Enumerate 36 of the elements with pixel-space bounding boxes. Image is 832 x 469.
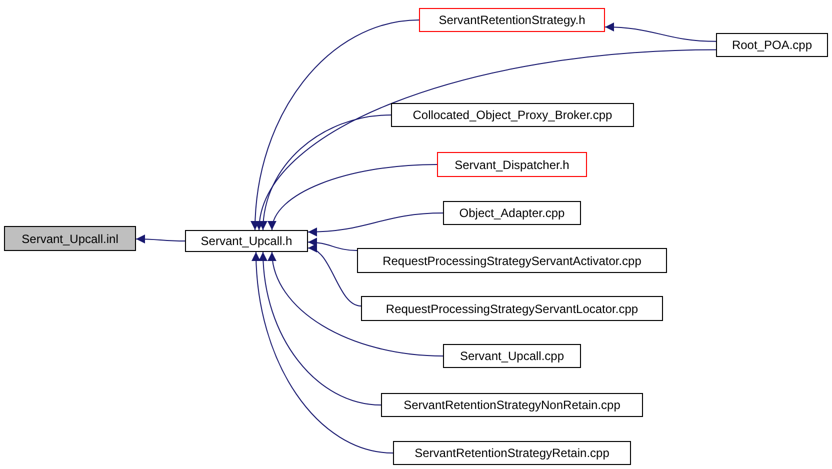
file-box bbox=[716, 33, 828, 57]
file-name: RequestProcessingStrategyServantActivator.cpp bbox=[382, 254, 642, 268]
file-name: Root_POA.cpp bbox=[732, 38, 812, 52]
file-name: ServantRetentionStrategyRetain.cpp bbox=[414, 446, 610, 460]
file-box bbox=[437, 152, 587, 177]
arrow bbox=[268, 252, 444, 356]
file-box bbox=[361, 296, 663, 321]
arrow bbox=[308, 212, 444, 236]
arrow bbox=[269, 164, 438, 230]
file-name: Servant_Upcall.cpp bbox=[460, 349, 564, 363]
file-box bbox=[391, 103, 634, 127]
arrow bbox=[604, 22, 716, 42]
arrow bbox=[308, 245, 362, 306]
file-box bbox=[393, 441, 631, 465]
file-box bbox=[443, 201, 581, 225]
file-box bbox=[443, 344, 581, 368]
file-box bbox=[4, 226, 136, 251]
file-name: ServantRetentionStrategy.h bbox=[438, 13, 586, 27]
file-name: Servant_Upcall.h bbox=[200, 234, 292, 248]
arrow bbox=[136, 234, 186, 244]
file-name: Object_Adapter.cpp bbox=[459, 206, 565, 220]
file-name: Collocated_Object_Proxy_Broker.cpp bbox=[412, 108, 612, 122]
file-name: ServantRetentionStrategyNonRetain.cpp bbox=[404, 398, 620, 412]
file-box bbox=[419, 8, 605, 32]
arrow bbox=[259, 114, 392, 230]
file-name: Servant_Upcall.inl bbox=[22, 232, 118, 246]
arrow bbox=[258, 252, 382, 406]
arrow bbox=[256, 49, 716, 230]
file-box bbox=[185, 230, 308, 252]
file-box bbox=[381, 393, 643, 417]
file-box bbox=[357, 248, 667, 273]
arrow bbox=[308, 238, 358, 251]
arrow bbox=[250, 20, 420, 230]
arrow bbox=[252, 252, 394, 454]
file-name: RequestProcessingStrategyServantLocator.cpp bbox=[386, 302, 638, 316]
file-name: Servant_Dispatcher.h bbox=[454, 158, 570, 172]
